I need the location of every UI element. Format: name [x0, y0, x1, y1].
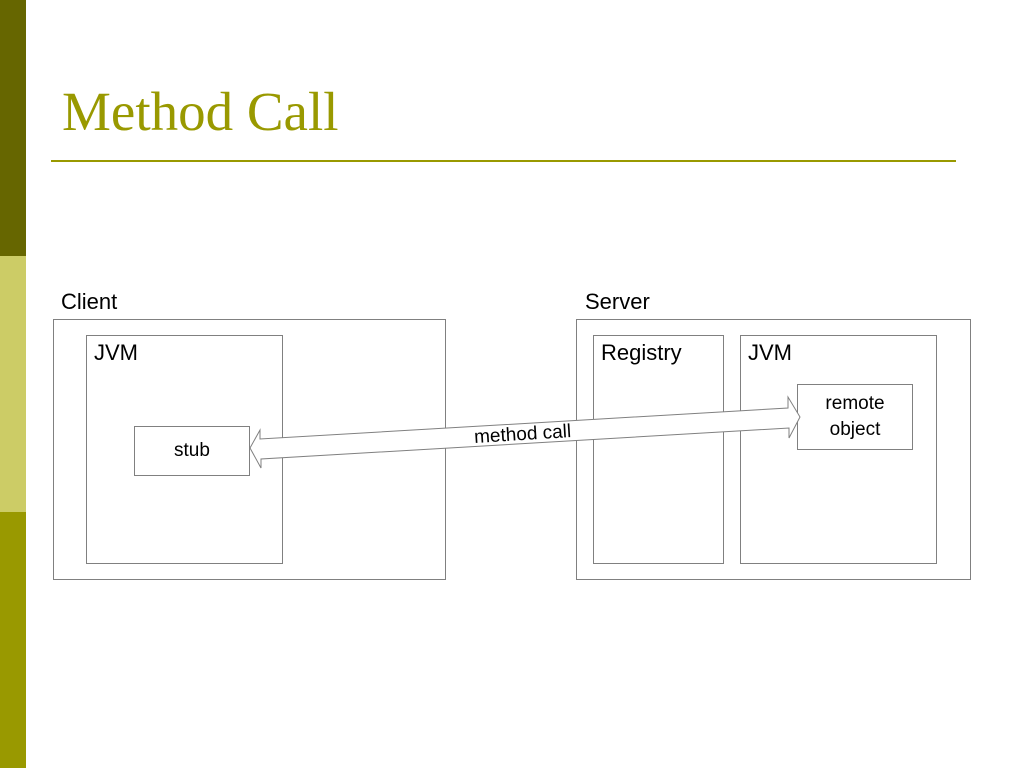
registry-box: Registry: [593, 335, 724, 564]
client-label: Client: [61, 289, 118, 314]
server-jvm-label: JVM: [748, 340, 792, 365]
slide-title: Method Call: [62, 81, 339, 142]
client-jvm-label: JVM: [94, 340, 138, 365]
double-arrow-shape: [249, 395, 801, 469]
stub-box: stub: [134, 426, 250, 476]
registry-label: Registry: [601, 340, 682, 365]
title-underline: [51, 160, 956, 162]
remote-object-box: remote object: [797, 384, 913, 450]
side-bar-top: [0, 0, 26, 256]
server-label: Server: [585, 289, 650, 314]
remote-object-label: remote object: [825, 393, 885, 440]
stub-label: stub: [174, 440, 210, 462]
side-bar-middle: [0, 256, 26, 512]
side-bar-bottom: [0, 512, 26, 768]
